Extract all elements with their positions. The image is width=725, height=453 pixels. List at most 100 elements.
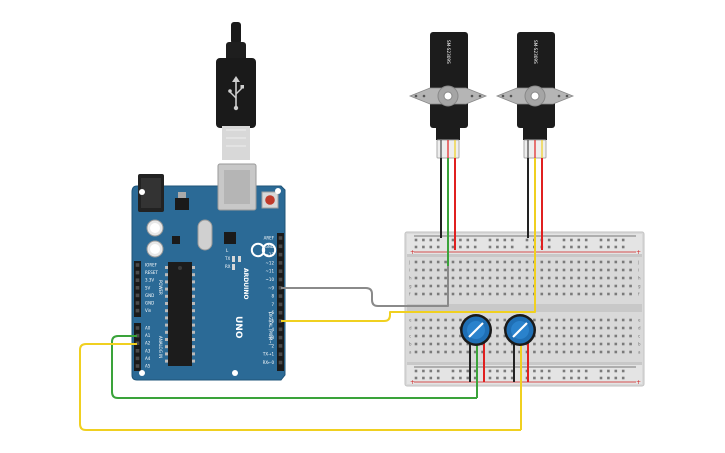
terminal-hole[interactable] [570,268,573,272]
rail-hole[interactable] [436,369,440,373]
terminal-hole[interactable] [599,284,603,288]
terminal-hole[interactable] [481,268,484,272]
terminal-hole[interactable] [466,292,470,296]
rail-hole[interactable] [510,376,514,380]
terminal-hole[interactable] [614,318,618,322]
terminal-hole[interactable] [533,350,536,354]
terminal-hole[interactable] [444,292,447,296]
rail-hole[interactable] [496,376,499,380]
terminal-hole[interactable] [459,260,462,264]
digital-pin-hole[interactable] [278,310,283,315]
terminal-hole[interactable] [570,326,573,330]
terminal-hole[interactable] [614,284,618,288]
rail-hole[interactable] [459,369,462,373]
terminal-hole[interactable] [481,284,484,288]
terminal-hole[interactable] [621,326,625,330]
rail-hole[interactable] [496,245,499,249]
terminal-hole[interactable] [621,334,625,338]
terminal-hole[interactable] [547,276,551,280]
rail-hole[interactable] [525,238,529,242]
terminal-hole[interactable] [607,342,610,346]
rail-hole[interactable] [473,376,477,380]
terminal-hole[interactable] [466,350,470,354]
terminal-hole[interactable] [599,350,603,354]
terminal-hole[interactable] [599,326,603,330]
rail-hole[interactable] [503,245,507,249]
terminal-hole[interactable] [459,334,462,338]
terminal-hole[interactable] [429,334,433,338]
rail-hole[interactable] [496,369,499,373]
terminal-hole[interactable] [414,342,418,346]
terminal-hole[interactable] [422,334,425,338]
terminal-hole[interactable] [570,342,573,346]
rail-hole[interactable] [414,245,418,249]
terminal-hole[interactable] [503,268,507,272]
terminal-hole[interactable] [429,326,433,330]
digital-pin-hole[interactable] [278,286,283,290]
reset-button[interactable] [261,191,279,209]
terminal-hole[interactable] [473,292,477,296]
terminal-hole[interactable] [496,292,499,296]
terminal-hole[interactable] [422,284,425,288]
rail-hole[interactable] [599,238,603,242]
terminal-hole[interactable] [570,318,573,322]
terminal-hole[interactable] [496,276,499,280]
terminal-hole[interactable] [577,334,581,338]
terminal-hole[interactable] [451,284,455,288]
rail-hole[interactable] [577,376,581,380]
terminal-hole[interactable] [584,326,588,330]
terminal-hole[interactable] [584,334,588,338]
terminal-hole[interactable] [429,342,433,346]
terminal-hole[interactable] [481,292,484,296]
terminal-hole[interactable] [562,334,566,338]
terminal-hole[interactable] [614,326,618,330]
terminal-hole[interactable] [451,318,455,322]
terminal-hole[interactable] [444,334,447,338]
terminal-hole[interactable] [429,268,433,272]
terminal-hole[interactable] [592,334,595,338]
terminal-hole[interactable] [547,318,551,322]
terminal-hole[interactable] [629,350,632,354]
digital-pin-hole[interactable] [278,244,283,249]
terminal-hole[interactable] [555,276,558,280]
terminal-hole[interactable] [503,276,507,280]
terminal-hole[interactable] [422,342,425,346]
terminal-hole[interactable] [547,334,551,338]
rail-hole[interactable] [614,245,618,249]
terminal-hole[interactable] [592,292,595,296]
terminal-hole[interactable] [510,350,514,354]
rail-hole[interactable] [488,376,492,380]
terminal-hole[interactable] [629,284,632,288]
terminal-hole[interactable] [466,260,470,264]
terminal-hole[interactable] [473,284,477,288]
rail-hole[interactable] [436,238,440,242]
potentiometer[interactable] [504,314,536,430]
terminal-hole[interactable] [518,268,521,272]
terminal-hole[interactable] [621,292,625,296]
terminal-hole[interactable] [488,284,492,288]
terminal-hole[interactable] [555,318,558,322]
terminal-hole[interactable] [451,326,455,330]
terminal-hole[interactable] [614,268,618,272]
rail-hole[interactable] [547,376,551,380]
terminal-hole[interactable] [570,260,573,264]
rail-hole[interactable] [577,369,581,373]
terminal-hole[interactable] [451,260,455,264]
terminal-hole[interactable] [503,292,507,296]
terminal-hole[interactable] [607,260,610,264]
terminal-hole[interactable] [510,260,514,264]
rail-hole[interactable] [577,245,581,249]
terminal-hole[interactable] [459,318,462,322]
rail-hole[interactable] [607,245,610,249]
terminal-hole[interactable] [466,276,470,280]
terminal-hole[interactable] [607,326,610,330]
rail-hole[interactable] [584,376,588,380]
terminal-hole[interactable] [503,334,507,338]
terminal-hole[interactable] [436,260,440,264]
terminal-hole[interactable] [547,342,551,346]
rail-hole[interactable] [562,376,566,380]
terminal-hole[interactable] [562,284,566,288]
rail-hole[interactable] [436,376,440,380]
terminal-hole[interactable] [518,292,521,296]
